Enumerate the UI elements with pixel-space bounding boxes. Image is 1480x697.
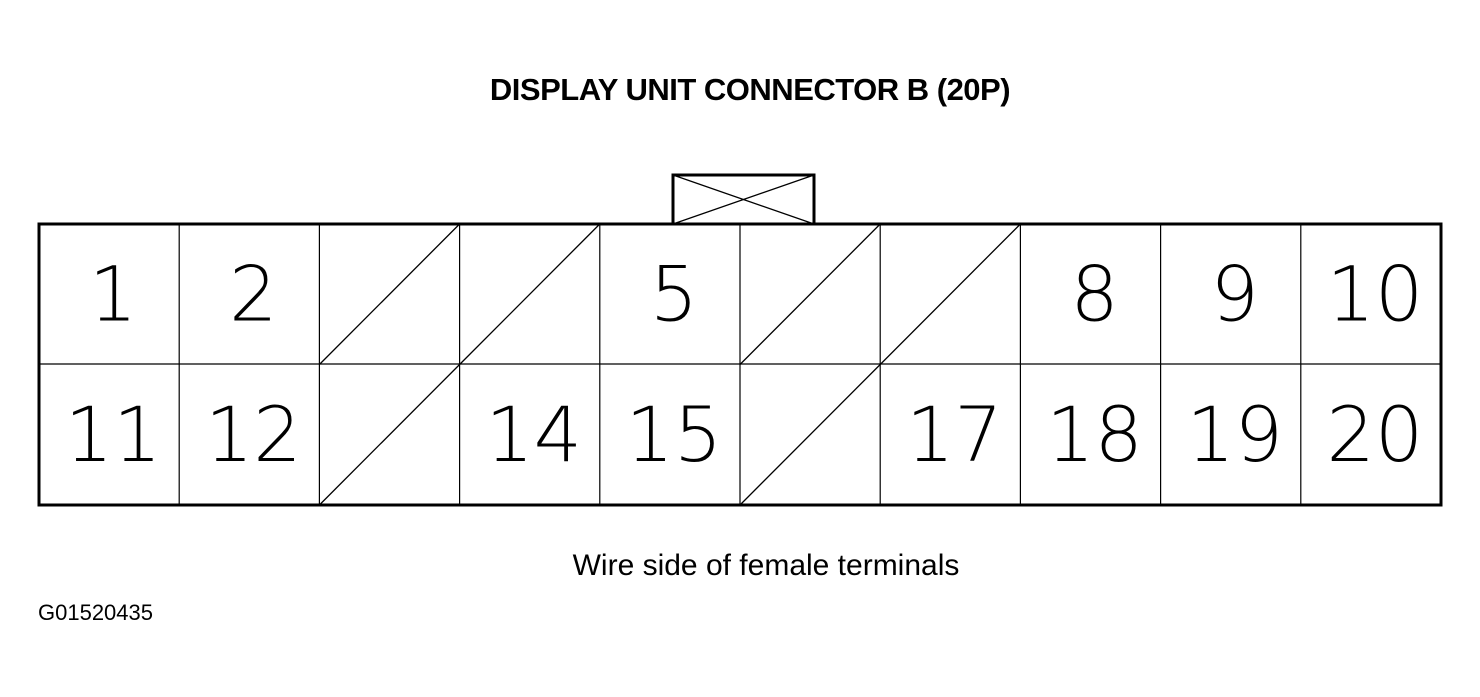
terminal-number: 19	[1186, 390, 1283, 479]
terminal-number: 11	[65, 390, 162, 479]
terminal-number: 1	[89, 249, 137, 338]
figure-id: G01520435	[38, 600, 153, 625]
unused-terminal-slash	[739, 223, 881, 365]
terminal-number: 15	[626, 390, 723, 479]
terminal-number: 14	[485, 390, 582, 479]
terminal-number: 10	[1327, 249, 1424, 338]
unused-terminal-slash	[318, 364, 461, 506]
terminal-number: 12	[205, 390, 302, 479]
terminal-number: 8	[1070, 249, 1118, 338]
terminal-number: 18	[1046, 390, 1143, 479]
diagram-caption: Wire side of female terminals	[572, 549, 960, 582]
diagram-title: DISPLAY UNIT CONNECTOR B (20P)	[489, 72, 1011, 107]
terminal-number: 5	[650, 249, 698, 338]
unused-terminal-slash	[879, 223, 1021, 365]
terminal-number: 2	[229, 249, 277, 338]
connector-lock-tab	[671, 173, 816, 226]
unused-terminal-slash	[459, 223, 601, 365]
unused-terminal-slash	[318, 223, 461, 365]
terminal-number: 9	[1211, 249, 1259, 338]
terminal-number: 20	[1327, 390, 1424, 479]
lock-tab-cross-line	[672, 174, 815, 225]
terminal-number: 17	[906, 390, 1003, 479]
unused-terminal-slash	[739, 364, 881, 506]
